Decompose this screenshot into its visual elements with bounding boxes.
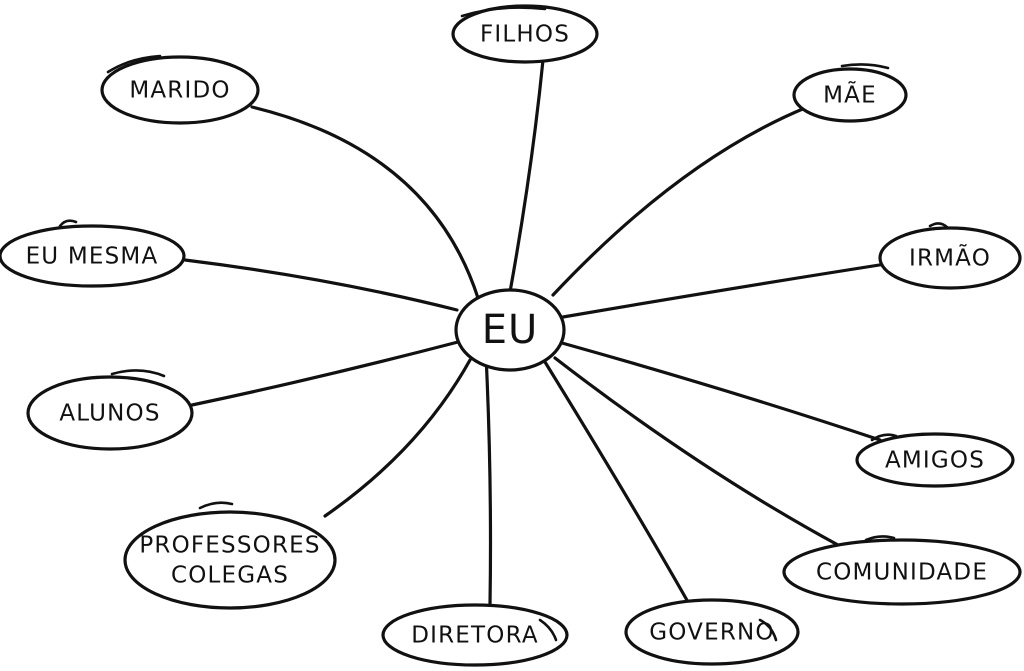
node-alunos-shape [26,375,194,451]
node-mae: MÃE [792,63,908,123]
edge-marido [250,105,480,300]
edge-amigos [560,341,882,442]
node-professores-colegas-shape [123,510,337,610]
node-alunos-stroke-overlap [110,369,166,378]
node-professores-colegas-label: COLEGAS [171,563,289,589]
edge-eu-mesma [183,258,459,312]
node-comunidade-shape [782,538,1022,606]
node-alunos: ALUNOS [26,369,194,451]
node-diretora-label: DIRETORA [411,623,539,649]
node-irmao-label: IRMÃO [909,244,991,272]
node-amigos-stroke-overlap [870,433,898,442]
node-irmao: IRMÃO [878,222,1022,290]
node-filhos: FILHOS [451,4,599,64]
node-comunidade-stroke-overlap [864,535,896,542]
node-marido-shape [100,55,260,125]
node-governo-shape [624,598,800,666]
node-professores-colegas: PROFESSORES COLEGAS [123,501,337,610]
node-amigos-shape [855,432,1015,488]
node-filhos-shape [451,4,599,64]
edge-irmao [561,261,894,319]
node-alunos-label: ALUNOS [59,401,160,427]
node-mae-shape [792,67,908,123]
node-professores-colegas-stroke-overlap [198,501,234,510]
node-governo-label: GOVERNO [649,620,774,646]
node-eu-mesma-label: EU MESMA [26,244,159,270]
edge-diretora [484,353,493,607]
node-diretora-shape [381,603,569,667]
node-comunidade-label: COMUNIDADE [816,560,988,586]
edge-alunos [190,340,460,407]
node-diretora: DIRETORA [381,603,569,667]
edge-governo [543,360,690,604]
node-irmao-stroke-overlap [928,222,950,230]
node-amigos-label: AMIGOS [885,448,985,474]
node-marido: MARIDO [100,54,260,125]
node-eu-mesma: EU MESMA [0,219,186,288]
node-comunidade: COMUNIDADE [782,535,1022,606]
edge-professores-colegas [323,358,472,518]
node-irmao-shape [878,226,1022,290]
edge-mae [551,106,807,297]
node-diretora-stroke-overlap [538,618,558,642]
node-governo-stroke-overlap [758,618,778,642]
center-node-shape [454,288,566,372]
node-filhos-label: FILHOS [480,22,570,48]
node-marido-stroke-overlap [106,54,162,74]
node-filhos-stroke-overlap [460,6,547,18]
edge-filhos [508,58,545,294]
edge-comunidade [553,356,840,547]
satellite-nodes: FILHOS MARIDO MÃE EU MESMA IRMÃO ALUNOS AMIGOS… [0,4,1022,667]
node-eu-mesma-stroke-overlap [58,219,78,228]
node-mae-label: MÃE [823,81,877,109]
connector-lines [183,58,894,607]
node-governo: GOVERNO [624,598,800,666]
node-eu-mesma-shape [0,224,186,288]
center-node: EU [454,288,566,372]
node-amigos: AMIGOS [855,432,1015,488]
node-professores-colegas-label: PROFESSORES [139,533,320,559]
center-node-label: EU [482,307,539,353]
node-marido-label: MARIDO [129,78,230,104]
node-mae-stroke-overlap [840,63,890,70]
